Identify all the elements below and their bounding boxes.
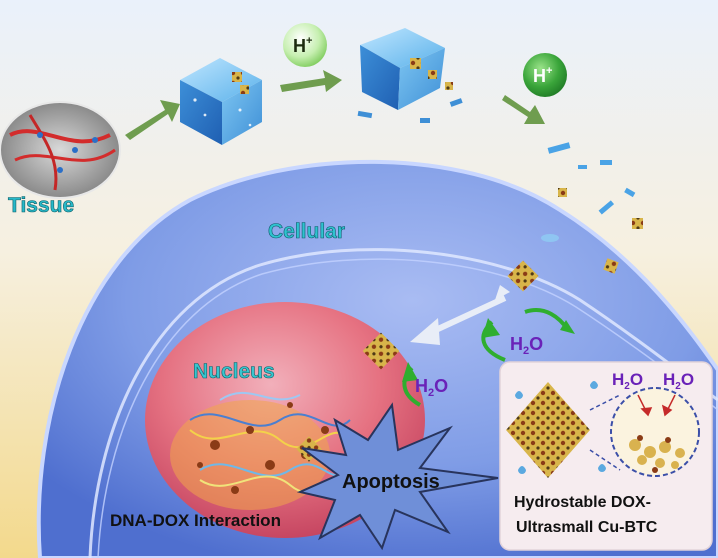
- nucleus-label: Nucleus: [193, 360, 275, 383]
- water-arrowheads: [402, 318, 575, 382]
- mof-cube-intact: [180, 58, 262, 145]
- tissue-label: Tissue: [8, 194, 74, 217]
- dna-dox-label: DNA-DOX Interaction: [110, 511, 281, 530]
- nucleus-inner: [170, 400, 330, 510]
- inset-caption-line2: Ultrasmall Cu-BTC: [516, 519, 658, 536]
- degraded-fragments: [507, 142, 643, 292]
- h2o-label-inset-2: H2O: [663, 370, 694, 392]
- inset-panel: [499, 361, 713, 551]
- inner-membrane: [88, 248, 718, 558]
- proton-bubble-1: [283, 23, 327, 67]
- h2o-label-right: H2O: [510, 334, 543, 357]
- tissue-image: [0, 101, 121, 199]
- mof-cube-degrading: [357, 28, 463, 123]
- flow-arrows: [125, 70, 545, 140]
- pore-crystal: [629, 439, 685, 469]
- proton-label-2: H+: [533, 65, 552, 86]
- inner-membrane-2: [97, 258, 718, 558]
- magnified-pore: [610, 387, 700, 477]
- proton-bubble-2: [523, 53, 567, 97]
- particle-near-nucleus: [362, 332, 400, 370]
- h2o-label-inset-1: H2O: [612, 370, 643, 392]
- octahedron-particle: [506, 382, 590, 478]
- apoptosis-label: Apoptosis: [342, 471, 440, 493]
- apoptosis-burst: [296, 402, 499, 551]
- h2o-label-left: H2O: [415, 376, 448, 399]
- uptake-arrow: [410, 285, 510, 345]
- inset-caption-line1: Hydrostable DOX-: [514, 494, 651, 511]
- water-droplets: [515, 381, 606, 474]
- proton-label-1: H+: [293, 35, 312, 56]
- cellular-label: Cellular: [268, 220, 345, 243]
